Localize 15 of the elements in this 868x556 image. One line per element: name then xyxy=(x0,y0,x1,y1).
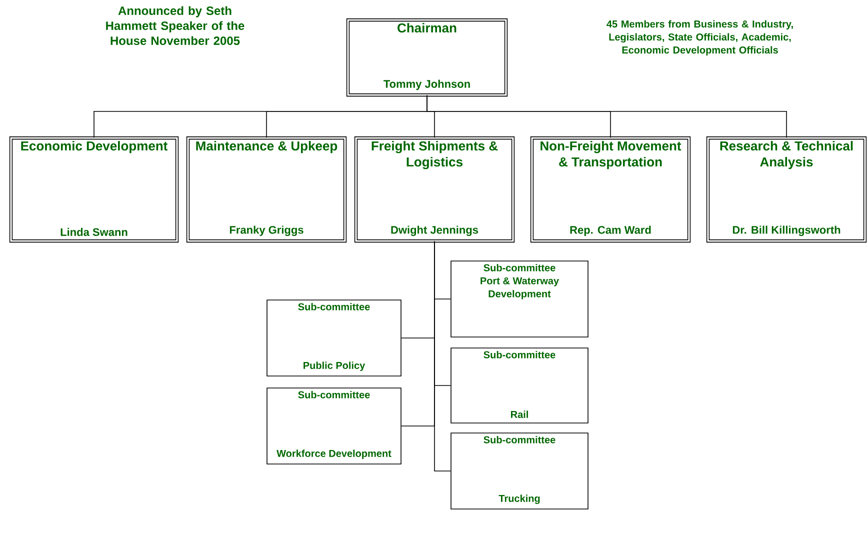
subcommittee-box: Sub-committee Workforce Development xyxy=(266,388,402,464)
committee-box: Maintenance & Upkeep Franky Griggs xyxy=(186,136,347,243)
connector-line xyxy=(434,241,451,472)
committee-box: Chairman Tommy Johnson xyxy=(346,18,508,97)
connector-line xyxy=(426,95,787,138)
committee-box: Economic Development Linda Swann xyxy=(9,136,179,243)
committee-box: Freight Shipments & Logistics Dwight Jennings xyxy=(354,136,515,243)
subcommittee-box: Sub-committee Port & Waterway Development xyxy=(450,260,588,338)
note-text: 45 Members from Business & Industry, Legislators, State Officials, Academic, Economic Development Officials xyxy=(606,20,793,56)
committee-box: Non-Freight Movement & Transportation Rep. Cam Ward xyxy=(530,136,691,243)
subcommittee-box: Sub-committee Public Policy xyxy=(266,300,402,376)
note-text: Announced by Seth Hammett Speaker of the House November 2005 xyxy=(106,6,244,45)
committee-box: Research & Technical Analysis Dr. Bill Killingsworth xyxy=(706,136,867,243)
subcommittee-box: Sub-committee Trucking xyxy=(450,432,588,510)
subcommittee-box: Sub-committee Rail xyxy=(450,348,588,424)
